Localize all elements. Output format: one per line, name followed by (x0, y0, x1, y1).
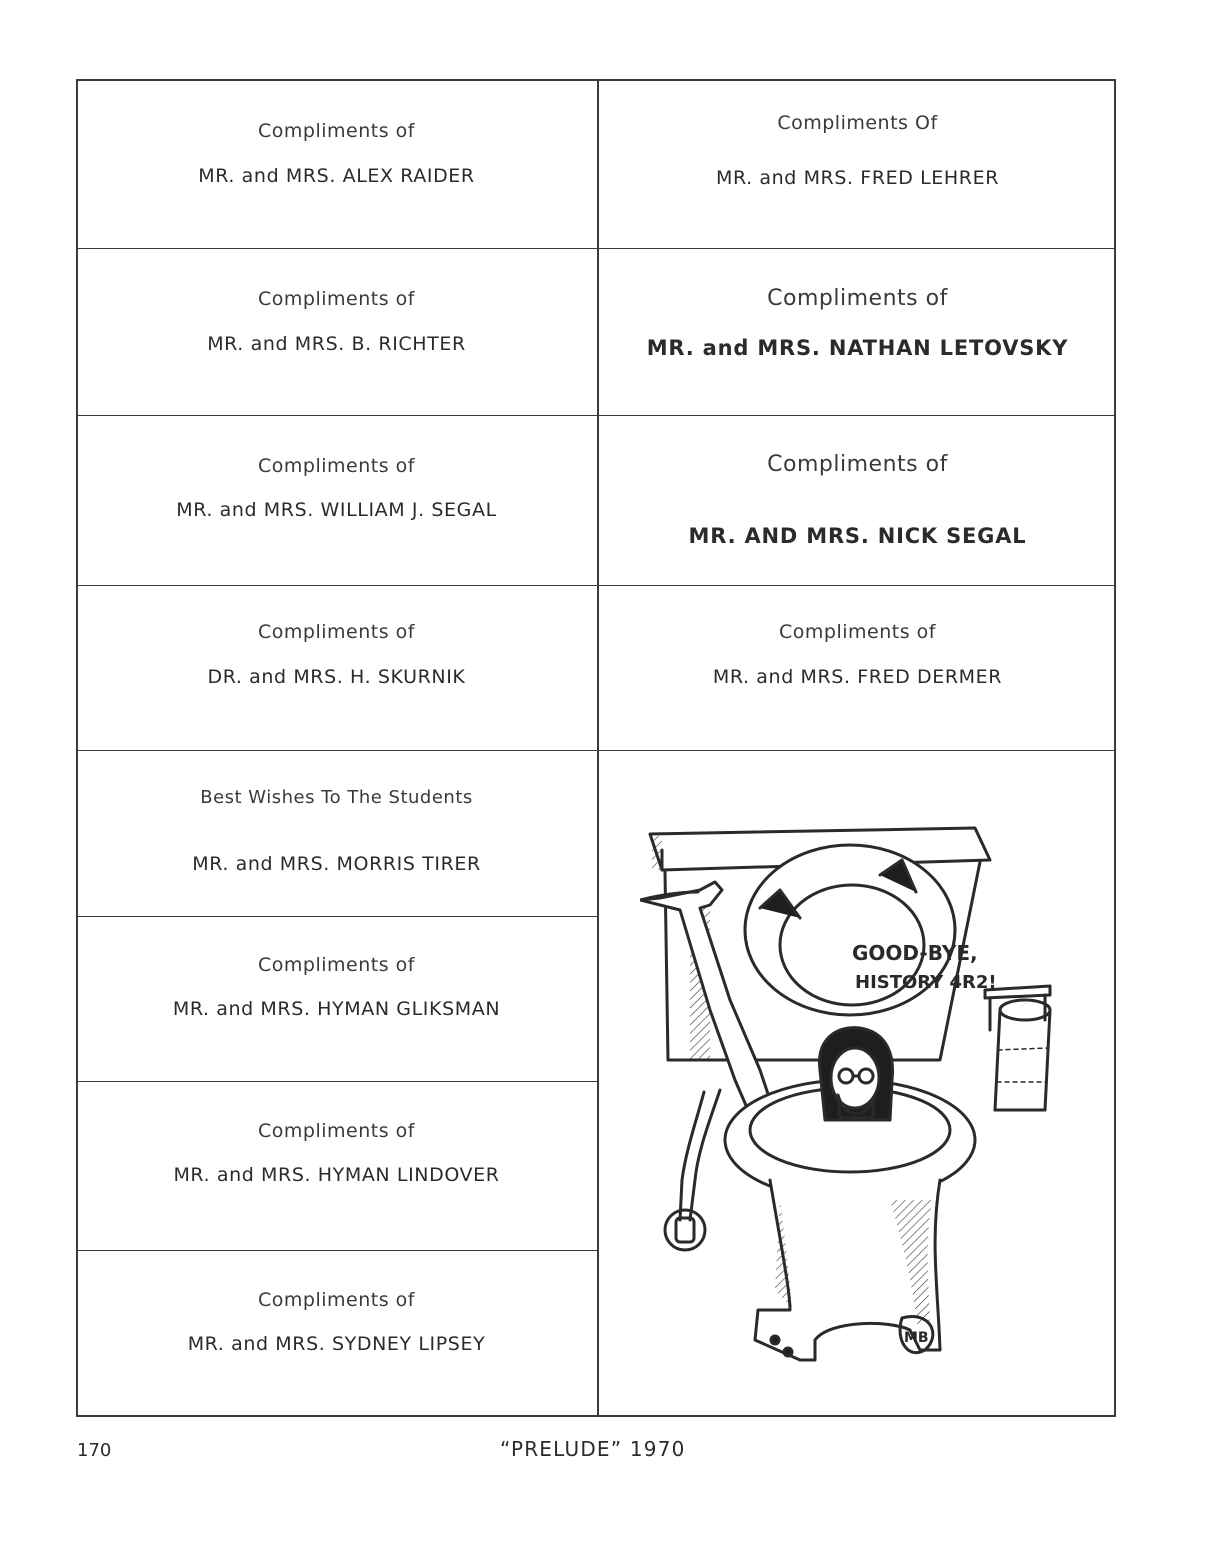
row-divider (76, 248, 1116, 249)
row-divider (76, 415, 1116, 416)
ad-sponsor: MR. and MRS. MORRIS TIRER (192, 853, 481, 875)
ad-greeting: Compliments of (767, 452, 948, 477)
ad-grid: Compliments of MR. and MRS. ALEX RAIDER … (76, 79, 1116, 1417)
row-divider (76, 585, 1116, 586)
ad-cell: Compliments of MR. and MRS. SYDNEY LIPSE… (76, 1251, 597, 1415)
publication-title: “PRELUDE” 1970 (500, 1437, 686, 1461)
ad-sponsor: MR. and MRS. WILLIAM J. SEGAL (176, 499, 497, 521)
grid-border-top (76, 79, 1116, 81)
ad-cell: Compliments Of MR. and MRS. FRED LEHRER (599, 79, 1116, 248)
grid-border-left (76, 79, 78, 1417)
row-divider (76, 750, 1116, 751)
ad-sponsor: MR. and MRS. FRED LEHRER (715, 167, 999, 189)
ad-cell: Best Wishes To The Students MR. and MRS.… (76, 751, 597, 916)
ad-greeting: Compliments of (258, 455, 415, 477)
ad-cell: Compliments of MR. and MRS. FRED DERMER (599, 586, 1116, 750)
ad-sponsor: MR. and MRS. NATHAN LETOVSKY (646, 336, 1069, 360)
row-divider (76, 916, 597, 917)
ad-sponsor: MR. and MRS. B. RICHTER (207, 333, 466, 355)
row-divider (76, 1081, 597, 1082)
ad-sponsor: MR. and MRS. FRED DERMER (712, 666, 1003, 688)
ad-greeting: Compliments of (779, 621, 936, 643)
grid-border-right (1114, 79, 1116, 1417)
row-divider (76, 1250, 597, 1251)
ad-cell: Compliments of MR. and MRS. WILLIAM J. S… (76, 416, 597, 585)
ad-cell: Compliments of MR. and MRS. NATHAN LETOV… (599, 249, 1116, 415)
ad-sponsor: MR. and MRS. HYMAN GLIKSMAN (172, 998, 501, 1020)
ad-sponsor: MR. and MRS. HYMAN LINDOVER (173, 1164, 500, 1186)
ad-sponsor: DR. and MRS. H. SKURNIK (207, 666, 466, 688)
ad-greeting: Compliments of (258, 288, 415, 310)
toilet-cartoon-illustration: GOOD-BYE, HISTORY 4R2! MB (640, 826, 1052, 1362)
grid-border-bottom (76, 1415, 1116, 1417)
ad-sponsor: MR. and MRS. SYDNEY LIPSEY (187, 1333, 486, 1355)
ad-cell: Compliments of MR. and MRS. HYMAN GLIKSM… (76, 917, 597, 1081)
ad-sponsor: MR. and MRS. ALEX RAIDER (198, 165, 475, 187)
ad-sponsor: MR. AND MRS. NICK SEGAL (688, 524, 1027, 548)
ad-cell: Compliments of MR. AND MRS. NICK SEGAL (599, 416, 1116, 585)
ad-cell: Compliments of MR. and MRS. ALEX RAIDER (76, 79, 597, 248)
cartoon-sign-line1: GOOD-BYE, (852, 941, 978, 965)
cartoon-sign-line2: HISTORY 4R2! (855, 972, 997, 993)
ad-greeting: Compliments Of (777, 112, 938, 134)
ad-greeting: Compliments of (258, 120, 415, 142)
cartoon-artist-initials: MB (904, 1330, 929, 1346)
page-number: 170 (77, 1440, 112, 1461)
ad-greeting: Compliments of (258, 1120, 415, 1142)
ad-greeting: Best Wishes To The Students (200, 787, 473, 808)
ad-greeting: Compliments of (767, 286, 948, 311)
grid-center-divider (597, 79, 599, 1417)
ad-cell: Compliments of MR. and MRS. HYMAN LINDOV… (76, 1082, 597, 1250)
ad-cell: Compliments of MR. and MRS. B. RICHTER (76, 249, 597, 415)
ad-greeting: Compliments of (258, 621, 415, 643)
ad-greeting: Compliments of (258, 1289, 415, 1311)
ad-greeting: Compliments of (258, 954, 415, 976)
ad-cell: Compliments of DR. and MRS. H. SKURNIK (76, 586, 597, 750)
